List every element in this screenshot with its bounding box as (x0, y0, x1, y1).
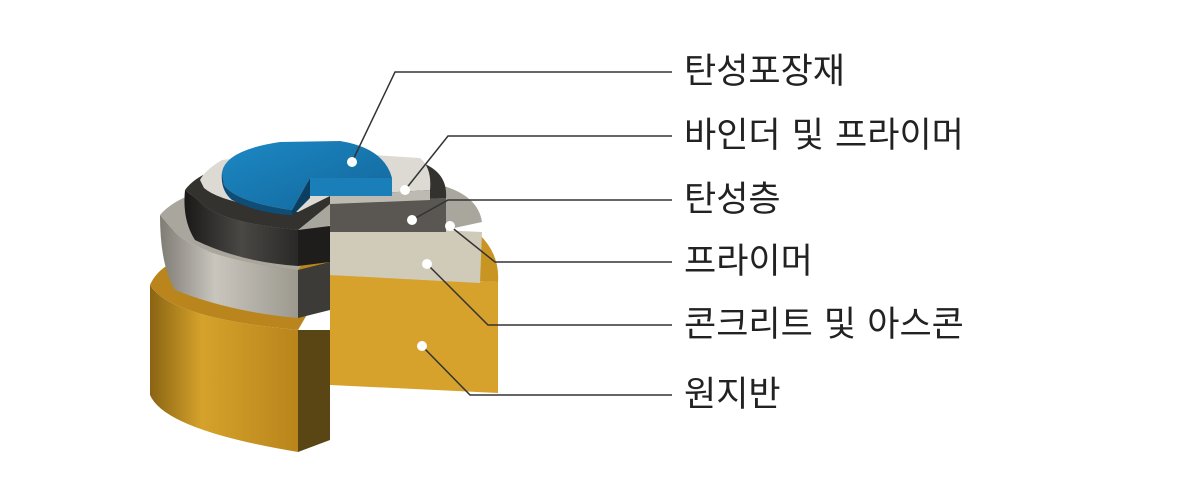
label-subgrade: 원지반 (684, 375, 781, 415)
leader-line-elastic-pavement (351, 71, 672, 163)
leader-line-binder-primer (404, 135, 672, 191)
marker-dot-elastic-layer (407, 215, 417, 225)
leader-lines (347, 71, 672, 396)
label-elastic-pavement: 탄성포장재 (684, 52, 846, 92)
marker-dot-elastic-pavement (347, 157, 357, 167)
label-binder-primer: 바인더 및 프라이머 (684, 116, 964, 156)
marker-dot-subgrade (417, 341, 427, 351)
leader-line-concrete-ascon (426, 263, 672, 326)
marker-dot-binder-primer (400, 185, 410, 195)
marker-dot-primer (445, 221, 455, 231)
leader-line-primer (449, 225, 672, 263)
leader-line-subgrade (421, 345, 672, 396)
label-primer: 프라이머 (684, 242, 813, 282)
label-concrete-ascon: 콘크리트 및 아스콘 (684, 305, 964, 345)
marker-dot-concrete-ascon (422, 259, 432, 269)
leader-line-elastic-layer (411, 199, 672, 221)
label-elastic-layer: 탄성층 (684, 180, 781, 220)
